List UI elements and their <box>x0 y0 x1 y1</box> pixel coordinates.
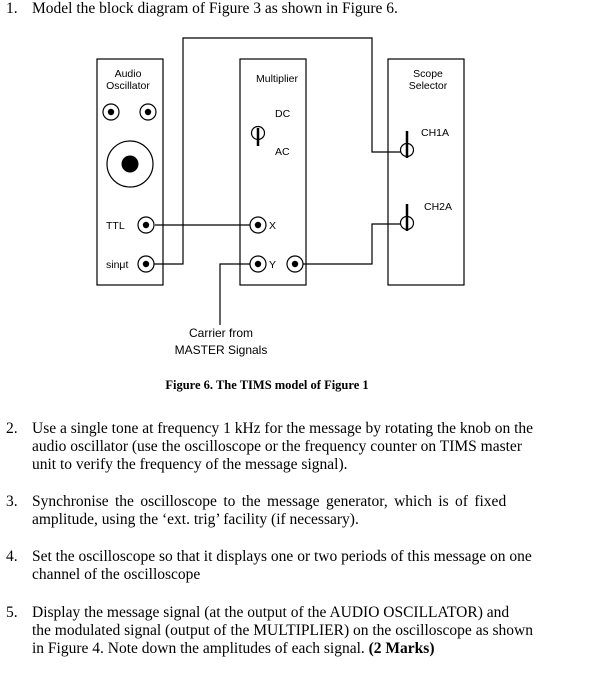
audio-osc-top-socket-left[interactable] <box>102 103 120 121</box>
audio-oscillator-module <box>96 58 164 286</box>
scope-selector-title-line2: Selector <box>409 80 448 92</box>
ch1-label: CH1A <box>421 127 449 139</box>
carrier-label-line1: Carrier from <box>189 326 253 340</box>
sin-output-socket[interactable] <box>137 255 155 273</box>
list-item-line: audio oscillator (use the oscilloscope o… <box>32 438 522 455</box>
multiplier-module <box>239 58 307 286</box>
list-item-number: 1. <box>6 0 18 17</box>
list-item-number: 5. <box>6 604 18 621</box>
frequency-knob-icon[interactable] <box>106 140 154 188</box>
y-label: Y <box>269 259 276 271</box>
dc-ac-toggle-switch[interactable] <box>250 125 266 147</box>
wire-mult-out-to-ch2 <box>295 223 401 265</box>
list-item-line: in Figure 4. Note down the amplitudes of… <box>32 640 365 657</box>
sin-label: sinμt <box>106 259 128 271</box>
audio-osc-title-line1: Audio <box>115 68 142 80</box>
multiplier-title: Multiplier <box>256 73 299 85</box>
ttl-label: TTL <box>106 220 125 232</box>
ch2-switch[interactable] <box>399 204 415 231</box>
list-item-line: Display the message signal (at the outpu… <box>32 604 510 621</box>
list-item-line: channel of the oscilloscope <box>32 566 201 583</box>
list-item-line: unit to verify the frequency of the mess… <box>32 456 348 473</box>
wire-sin-to-y <box>145 225 184 265</box>
wire-top-loop <box>182 37 401 225</box>
wire-carrier <box>219 263 258 325</box>
scope-selector-module <box>387 58 465 286</box>
ac-label: AC <box>275 146 290 158</box>
dc-label: DC <box>275 108 291 120</box>
list-item-line: Synchronise the oscilloscope to the mess… <box>32 493 507 510</box>
audio-osc-title-line2: Oscillator <box>106 80 150 92</box>
list-item-line: Use a single tone at frequency 1 kHz for… <box>32 420 534 437</box>
list-item-number: 2. <box>6 420 18 437</box>
marks-label: (2 Marks) <box>368 640 435 657</box>
list-item-line: the modulated signal (output of the MULT… <box>32 622 533 639</box>
list-item-line: amplitude, using the ‘ext. trig’ facilit… <box>32 511 359 528</box>
tims-block-diagram: Audio Oscillator TTL sinμt Multiplier DC… <box>96 37 465 392</box>
list-item-text: Model the block diagram of Figure 3 as s… <box>32 0 398 17</box>
figure-caption: Figure 6. The TIMS model of Figure 1 <box>165 378 368 392</box>
x-label: X <box>269 220 276 232</box>
ch2-label: CH2A <box>424 201 452 213</box>
y-input-socket[interactable] <box>249 255 267 273</box>
list-item-number: 4. <box>6 548 18 565</box>
x-input-socket[interactable] <box>249 216 267 234</box>
ch1-switch[interactable] <box>399 131 415 158</box>
scope-selector-title-line1: Scope <box>413 68 443 80</box>
list-item-number: 3. <box>6 493 18 510</box>
multiplier-output-socket[interactable] <box>286 255 304 273</box>
ttl-socket[interactable] <box>137 216 155 234</box>
audio-osc-top-socket-right[interactable] <box>139 103 157 121</box>
carrier-label-line2: MASTER Signals <box>175 343 268 357</box>
list-item-line: Set the oscilloscope so that it displays… <box>32 548 532 565</box>
